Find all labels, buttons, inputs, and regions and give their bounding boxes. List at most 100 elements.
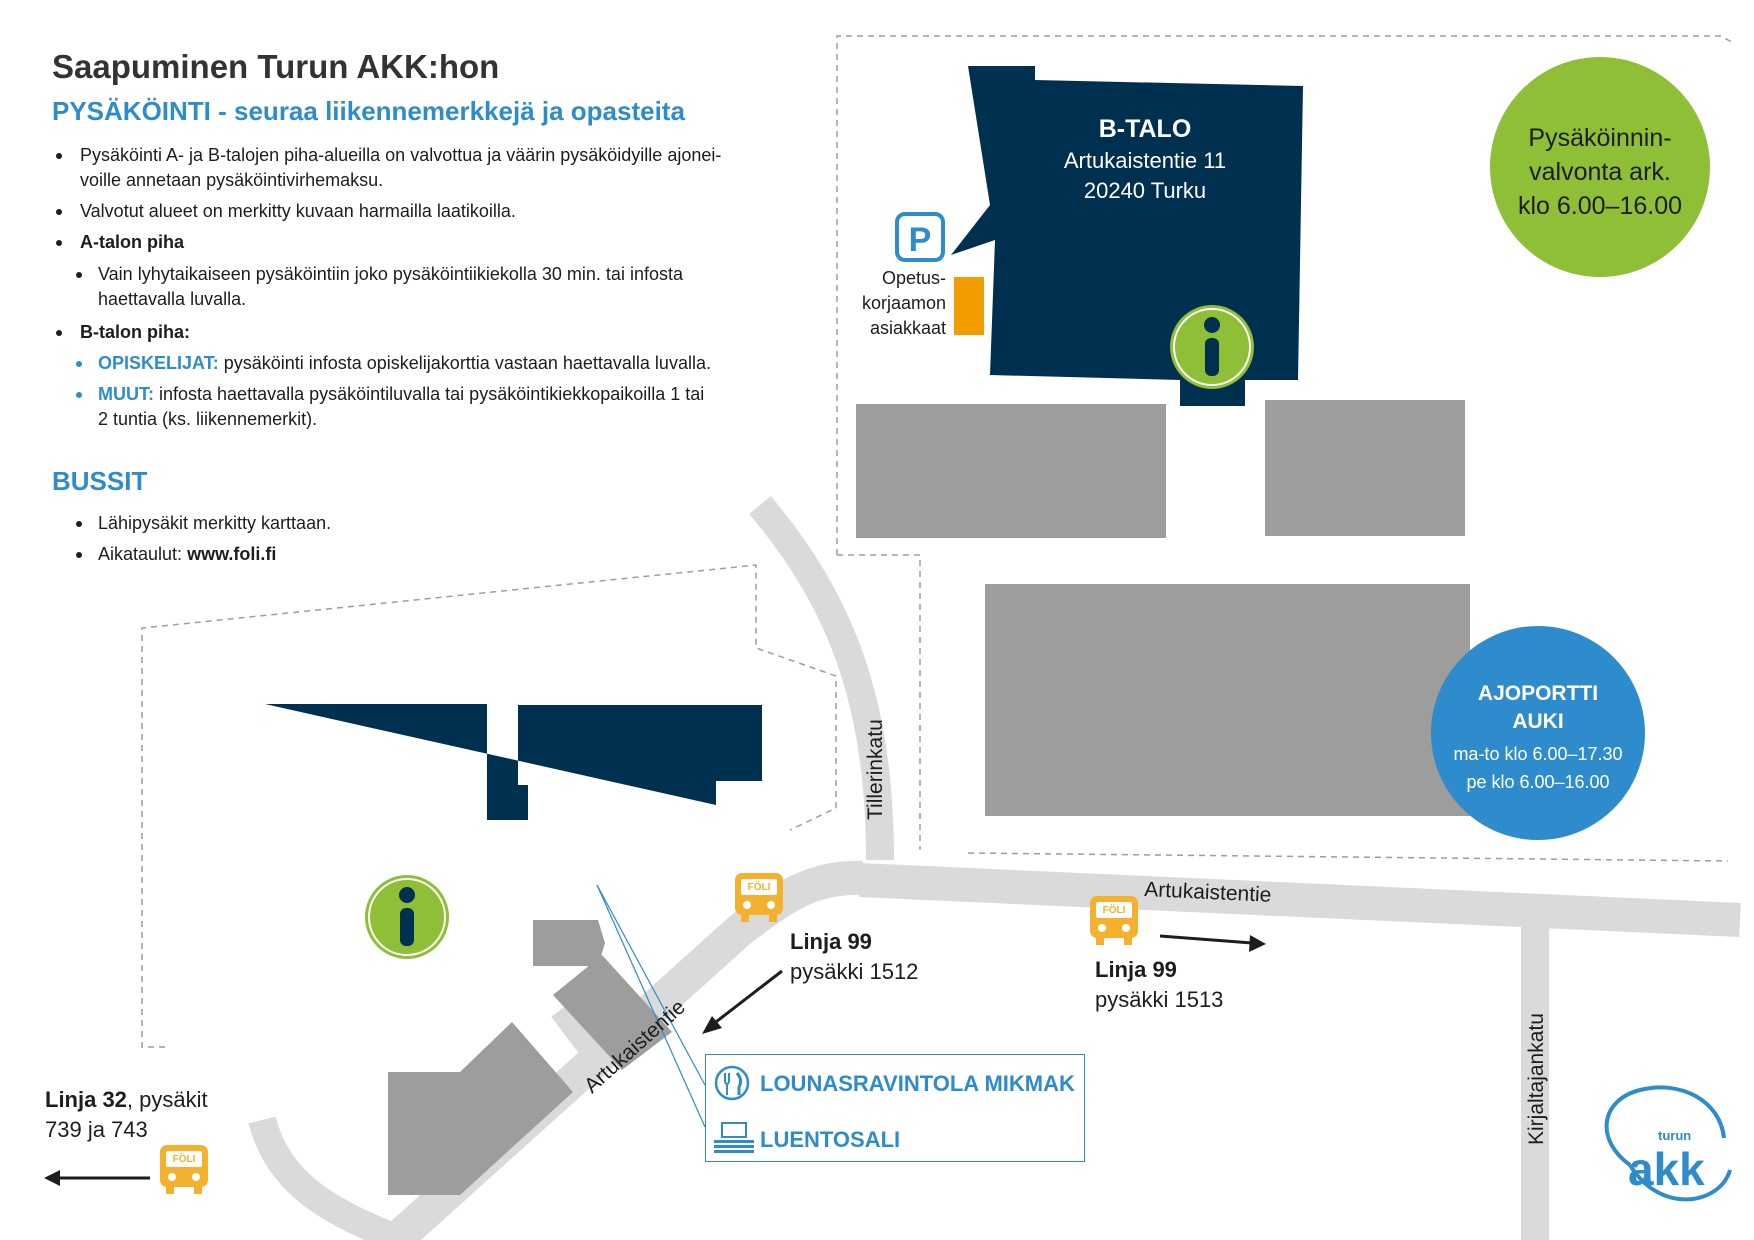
roads <box>248 495 1741 1240</box>
legend-leader-lecture <box>596 884 706 1128</box>
a-talo-street: Artukaistentie 13 <box>290 768 454 793</box>
stop-32-rest: , pysäkit <box>126 1087 208 1112</box>
b-talo-name: B-TALO <box>1098 115 1192 143</box>
stop-1512-name: pysäkki 1512 <box>790 959 919 984</box>
boundary-b-south <box>967 852 1729 862</box>
laptop-icon <box>714 1122 754 1153</box>
info-icon <box>1170 305 1254 389</box>
stop-1513-name: pysäkki 1513 <box>1095 987 1224 1012</box>
fork-knife-icon <box>714 1065 750 1101</box>
bus-icon <box>160 1145 208 1194</box>
road-side-a <box>551 1003 614 1077</box>
direction-arrows <box>44 934 1266 1186</box>
stop-32-line: Linja 32 <box>45 1087 127 1112</box>
b-yard-students: OPISKELIJAT: pysäköinti infosta opiskeli… <box>76 351 711 376</box>
lot-b-2 <box>1265 400 1465 536</box>
parking-supervision-text: Pysäköinnin- valvonta ark. klo 6.00–16.0… <box>1490 121 1710 223</box>
lot-b-3 <box>985 584 1470 816</box>
arrowhead-1512 <box>702 1016 722 1034</box>
akk-logo: turun akk <box>1604 1085 1732 1202</box>
road-artukaistentie-diag <box>378 860 863 1240</box>
bus-icon <box>735 873 783 922</box>
parking-item-2: Valvotut alueet on merkitty kuvaan harma… <box>56 199 516 224</box>
timetable-label: Aikataulut: <box>98 544 188 564</box>
a-talo-building <box>265 704 762 820</box>
repair-shop-line2: korjaamon <box>861 293 946 313</box>
lot-b-1 <box>856 404 1166 538</box>
students-label: OPISKELIJAT: <box>98 353 219 373</box>
repair-shop-line1: Opetus- <box>881 268 946 288</box>
bus-badge-text: FÖLI <box>173 1152 196 1165</box>
bus-stop-1513-label: Linja 99 pysäkki 1513 <box>1095 955 1223 1015</box>
road-west-curve <box>248 1116 406 1240</box>
supervised-boundaries <box>141 35 1733 1048</box>
boundary-b <box>836 35 1733 850</box>
gate-line2: AUKI <box>1512 710 1564 733</box>
supervision-line2: valvonta ark. <box>1529 158 1671 186</box>
bullet <box>76 552 82 558</box>
a-yard-item-line1: Vain lyhytaikaiseen pysäköintiin joko py… <box>98 264 683 284</box>
bus-icon <box>1090 896 1138 945</box>
gate-line1: AJOPORTTI <box>1477 682 1599 705</box>
stop-1513-line: Linja 99 <box>1095 957 1177 982</box>
repair-shop-label: Opetus- korjaamon asiakkaat <box>826 266 946 341</box>
a-yard-item: Vain lyhytaikaiseen pysäköintiin joko py… <box>76 262 683 312</box>
parking-item-2-text: Valvotut alueet on merkitty kuvaan harma… <box>80 201 516 221</box>
road-artukaistentie-east <box>859 863 1741 937</box>
gate-hours-1: ma-to klo 6.00–17.30 <box>1453 744 1623 764</box>
others-text-line2: 2 tuntia (ks. liikennemerkit). <box>98 409 318 429</box>
supervision-line1: Pysäköinnin- <box>1528 124 1672 152</box>
parking-heading: PYSÄKÖINTI - seuraa liikennemerkkejä ja … <box>52 96 685 126</box>
laptop-icon <box>598 825 648 862</box>
others-text-line1: infosta haettavalla pysäköintiluvalla ta… <box>154 384 705 404</box>
b-talo-city: 20240 Turku <box>1083 178 1207 203</box>
supervision-line3: klo 6.00–16.00 <box>1517 192 1683 220</box>
svg-text:P: P <box>909 221 932 259</box>
gate-hours-2: pe klo 6.00–16.00 <box>1466 772 1610 792</box>
gate-circle <box>1431 626 1645 840</box>
bus-stop-32-label: Linja 32, pysäkit 739 ja 743 <box>45 1085 208 1145</box>
boundary-a <box>141 564 837 1048</box>
road-tillerinkatu <box>749 495 894 861</box>
arrow-1512 <box>711 969 783 1027</box>
bullet <box>56 209 62 215</box>
bullet <box>56 240 62 246</box>
foli-link[interactable]: www.foli.fi <box>187 544 277 564</box>
legend-restaurant-label: LOUNASRAVINTOLA MIKMAK <box>760 1071 1075 1096</box>
lot-a-3 <box>388 1022 573 1195</box>
b-yard-others: MUUT: infosta haettavalla pysäköintiluva… <box>76 382 704 432</box>
b-yard-heading: B-talon piha: <box>56 320 190 345</box>
repair-shop-parking <box>954 277 984 335</box>
parking-item-1-line2: voille annetaan pysäköintivirhemaksu. <box>80 170 384 190</box>
street-label-tillerinkatu: Tillerinkatu <box>864 719 887 820</box>
legend-lecture-label: LUENTOSALI <box>760 1127 901 1152</box>
a-yard-item-line2: haettavalla luvalla. <box>98 289 247 309</box>
a-talo-city: 20240 Turku <box>310 798 434 823</box>
arrowhead-1513 <box>1249 935 1266 952</box>
bullet <box>76 521 82 527</box>
bus-badge-text: FÖLI <box>1103 903 1126 916</box>
bullet <box>76 361 82 367</box>
students-text: pysäköinti infosta opiskelijakorttia vas… <box>218 353 711 373</box>
parking-p-icon: P <box>895 212 945 262</box>
bullet <box>56 330 62 336</box>
a-yard-heading-text: A-talon piha <box>80 232 184 252</box>
info-icon <box>365 875 449 959</box>
stop-1512-line: Linja 99 <box>790 929 872 954</box>
b-yard-heading-text: B-talon piha: <box>80 322 190 342</box>
parking-supervision-circle <box>1490 57 1710 277</box>
logo-small: turun <box>1658 1128 1691 1143</box>
arrowhead-32 <box>44 1170 60 1186</box>
lot-a-2 <box>553 955 672 1070</box>
parking-item-1-line1: Pysäköinti A- ja B-talojen piha-alueilla… <box>80 145 722 165</box>
b-talo-street: Artukaistentie 11 <box>1063 148 1227 173</box>
bullet <box>76 392 82 398</box>
a-yard-heading: A-talon piha <box>56 230 184 255</box>
buses-heading: BUSSIT <box>52 466 148 496</box>
legend-box: LOUNASRAVINTOLA MIKMAK LUENTOSALI <box>705 1054 1085 1162</box>
bus-badge-text: FÖLI <box>748 880 771 893</box>
logo-big: akk <box>1628 1143 1705 1195</box>
others-label: MUUT: <box>98 384 154 404</box>
parking-lots <box>388 400 1470 1195</box>
